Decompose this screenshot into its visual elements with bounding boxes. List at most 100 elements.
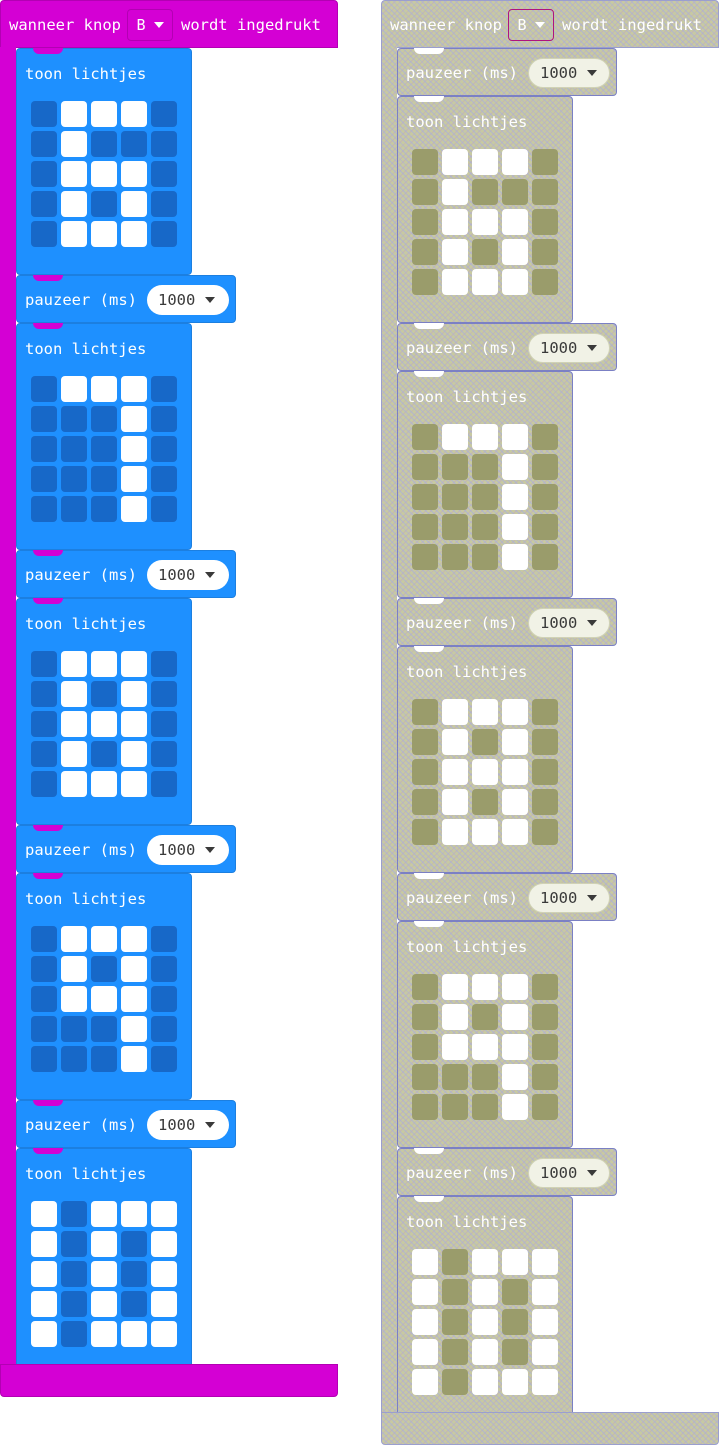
- led-3-2[interactable]: [472, 1064, 498, 1090]
- led-2-1[interactable]: [61, 1261, 87, 1287]
- led-3-3[interactable]: [502, 789, 528, 815]
- led-0-3[interactable]: [121, 101, 147, 127]
- button-dropdown[interactable]: B: [507, 9, 554, 41]
- led-3-1[interactable]: [61, 191, 87, 217]
- led-4-0[interactable]: [412, 1369, 438, 1395]
- led-0-0[interactable]: [412, 1249, 438, 1275]
- led-0-4[interactable]: [151, 926, 177, 952]
- led-2-0[interactable]: [412, 759, 438, 785]
- led-2-2[interactable]: [91, 986, 117, 1012]
- led-4-3[interactable]: [121, 1046, 147, 1072]
- led-0-0[interactable]: [31, 926, 57, 952]
- pause-duration-dropdown[interactable]: 1000: [528, 333, 610, 363]
- led-1-2[interactable]: [91, 1231, 117, 1257]
- led-1-4[interactable]: [151, 681, 177, 707]
- led-0-4[interactable]: [151, 1201, 177, 1227]
- event-hat-block[interactable]: wanneer knop B wordt ingedrukt: [381, 0, 719, 48]
- show-leds-block[interactable]: toon lichtjes: [397, 1196, 573, 1423]
- led-2-4[interactable]: [151, 1261, 177, 1287]
- led-0-0[interactable]: [31, 101, 57, 127]
- led-3-3[interactable]: [121, 466, 147, 492]
- led-3-4[interactable]: [151, 1016, 177, 1042]
- led-4-4[interactable]: [532, 1094, 558, 1120]
- led-3-2[interactable]: [472, 514, 498, 540]
- event-hat-block[interactable]: wanneer knop B wordt ingedrukt: [0, 0, 338, 48]
- led-2-4[interactable]: [151, 161, 177, 187]
- pause-block[interactable]: pauzeer (ms)1000: [397, 48, 617, 96]
- led-4-4[interactable]: [532, 1369, 558, 1395]
- led-4-0[interactable]: [412, 1094, 438, 1120]
- led-2-3[interactable]: [502, 1309, 528, 1335]
- disabled-event-stack[interactable]: wanneer knop B wordt ingedrukt pauzeer (…: [381, 0, 719, 1445]
- led-3-0[interactable]: [412, 239, 438, 265]
- led-3-1[interactable]: [61, 466, 87, 492]
- pause-duration-dropdown[interactable]: 1000: [147, 835, 229, 865]
- led-3-0[interactable]: [31, 741, 57, 767]
- led-4-1[interactable]: [61, 1321, 87, 1347]
- led-3-4[interactable]: [532, 514, 558, 540]
- led-1-2[interactable]: [472, 1279, 498, 1305]
- led-2-4[interactable]: [532, 209, 558, 235]
- led-3-2[interactable]: [472, 1339, 498, 1365]
- led-3-4[interactable]: [151, 1291, 177, 1317]
- led-4-2[interactable]: [91, 221, 117, 247]
- led-3-2[interactable]: [91, 1016, 117, 1042]
- led-4-3[interactable]: [502, 1369, 528, 1395]
- led-0-2[interactable]: [472, 974, 498, 1000]
- led-3-4[interactable]: [151, 191, 177, 217]
- led-0-1[interactable]: [61, 926, 87, 952]
- led-2-3[interactable]: [502, 484, 528, 510]
- led-4-1[interactable]: [61, 496, 87, 522]
- enabled-event-stack[interactable]: wanneer knop B wordt ingedrukt toon lich…: [0, 0, 338, 1397]
- led-3-4[interactable]: [532, 1064, 558, 1090]
- led-4-2[interactable]: [472, 269, 498, 295]
- led-3-3[interactable]: [502, 514, 528, 540]
- led-1-3[interactable]: [121, 681, 147, 707]
- led-2-3[interactable]: [121, 161, 147, 187]
- led-1-2[interactable]: [472, 1004, 498, 1030]
- led-3-2[interactable]: [91, 1291, 117, 1317]
- led-1-3[interactable]: [121, 131, 147, 157]
- led-2-2[interactable]: [91, 711, 117, 737]
- led-1-0[interactable]: [31, 956, 57, 982]
- led-4-1[interactable]: [61, 1046, 87, 1072]
- show-leds-block[interactable]: toon lichtjes: [16, 598, 192, 825]
- led-1-4[interactable]: [151, 406, 177, 432]
- led-4-0[interactable]: [31, 1046, 57, 1072]
- led-4-2[interactable]: [91, 1046, 117, 1072]
- led-1-1[interactable]: [61, 681, 87, 707]
- led-1-4[interactable]: [532, 1004, 558, 1030]
- pause-duration-dropdown[interactable]: 1000: [528, 58, 610, 88]
- led-1-3[interactable]: [502, 1279, 528, 1305]
- led-4-1[interactable]: [61, 221, 87, 247]
- led-3-1[interactable]: [442, 1339, 468, 1365]
- show-leds-block[interactable]: toon lichtjes: [16, 1148, 192, 1375]
- led-1-0[interactable]: [31, 1231, 57, 1257]
- led-0-0[interactable]: [412, 699, 438, 725]
- led-4-0[interactable]: [412, 269, 438, 295]
- led-0-1[interactable]: [61, 376, 87, 402]
- led-0-2[interactable]: [472, 1249, 498, 1275]
- led-2-4[interactable]: [532, 1034, 558, 1060]
- led-1-4[interactable]: [151, 131, 177, 157]
- led-0-0[interactable]: [412, 424, 438, 450]
- led-3-2[interactable]: [91, 741, 117, 767]
- led-0-2[interactable]: [91, 1201, 117, 1227]
- led-4-3[interactable]: [121, 221, 147, 247]
- led-1-2[interactable]: [472, 179, 498, 205]
- led-0-4[interactable]: [532, 149, 558, 175]
- pause-duration-dropdown[interactable]: 1000: [528, 1158, 610, 1188]
- led-0-3[interactable]: [121, 1201, 147, 1227]
- led-4-0[interactable]: [31, 496, 57, 522]
- led-0-0[interactable]: [412, 149, 438, 175]
- led-3-1[interactable]: [442, 1064, 468, 1090]
- led-2-0[interactable]: [31, 1261, 57, 1287]
- pause-block[interactable]: pauzeer (ms)1000: [16, 275, 236, 323]
- led-4-3[interactable]: [502, 819, 528, 845]
- led-0-4[interactable]: [532, 699, 558, 725]
- led-1-1[interactable]: [61, 1231, 87, 1257]
- show-leds-block[interactable]: toon lichtjes: [397, 646, 573, 873]
- led-3-2[interactable]: [91, 191, 117, 217]
- led-4-4[interactable]: [151, 221, 177, 247]
- pause-block[interactable]: pauzeer (ms)1000: [397, 323, 617, 371]
